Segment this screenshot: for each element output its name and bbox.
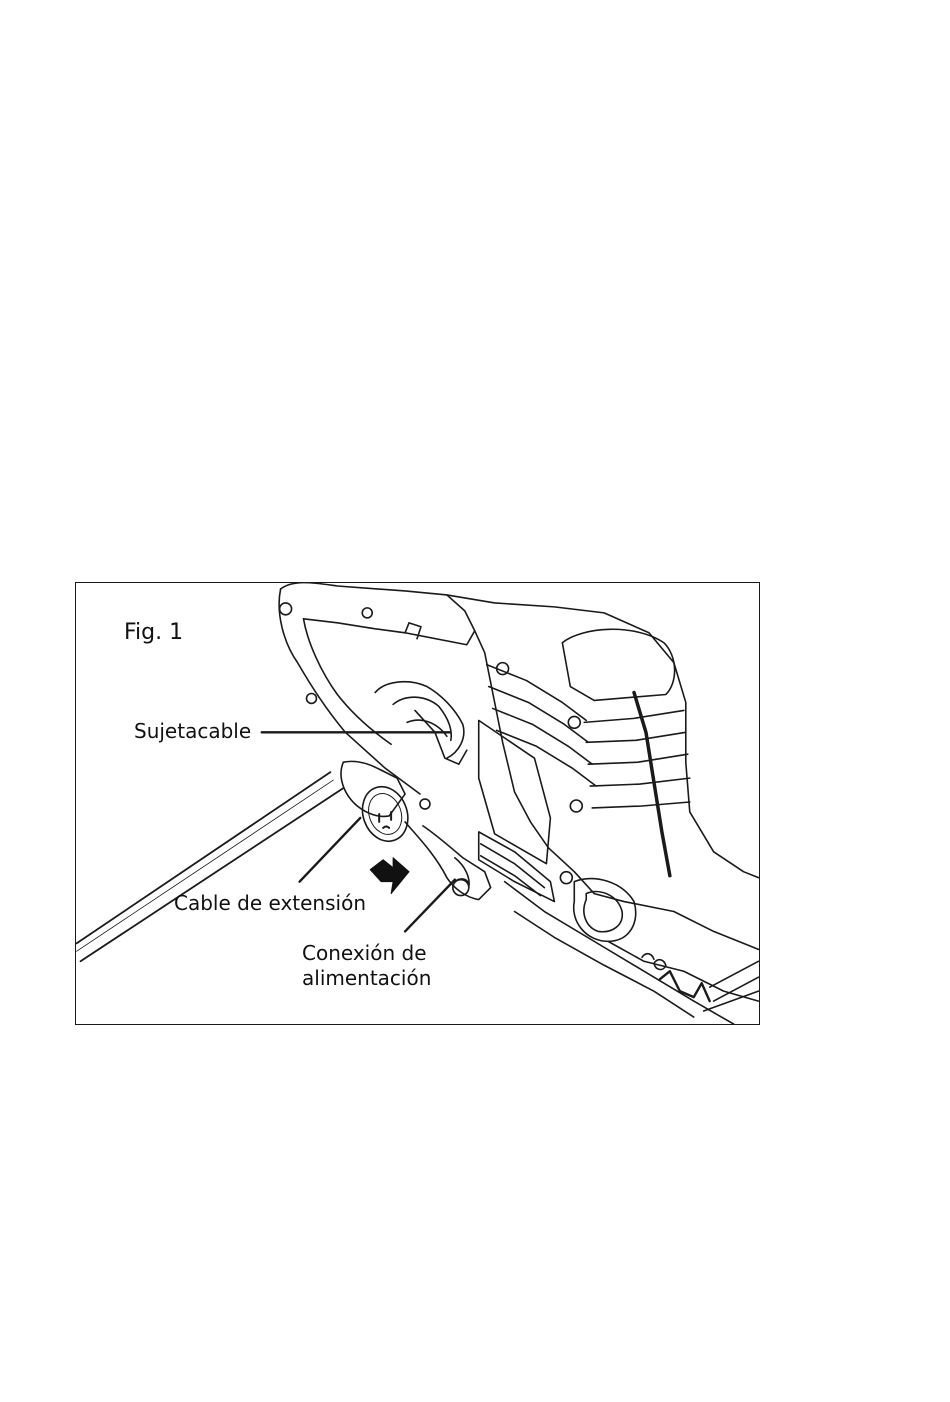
label-power-connection: Conexión de alimentación [302,941,431,991]
leader-extension-cord [300,818,361,882]
rear-handle [279,583,475,794]
figure-1: Fig. 1 Sujetacable Cable de extensión Co… [75,582,760,1025]
label-power-connection-line1: Conexión de [302,941,431,966]
label-power-connection-line2: alimentación [302,966,431,991]
leader-power-connection [405,880,455,932]
saw-housing [420,595,758,1024]
label-extension-cord: Cable de extensión [174,891,366,916]
extension-cord-plug-icon [341,761,415,847]
extension-cord-lines [77,772,344,961]
vent-grille [487,665,690,808]
direction-arrow-icon [370,858,409,894]
figure-title: Fig. 1 [124,619,183,647]
label-cord-clip: Sujetacable [134,719,251,744]
